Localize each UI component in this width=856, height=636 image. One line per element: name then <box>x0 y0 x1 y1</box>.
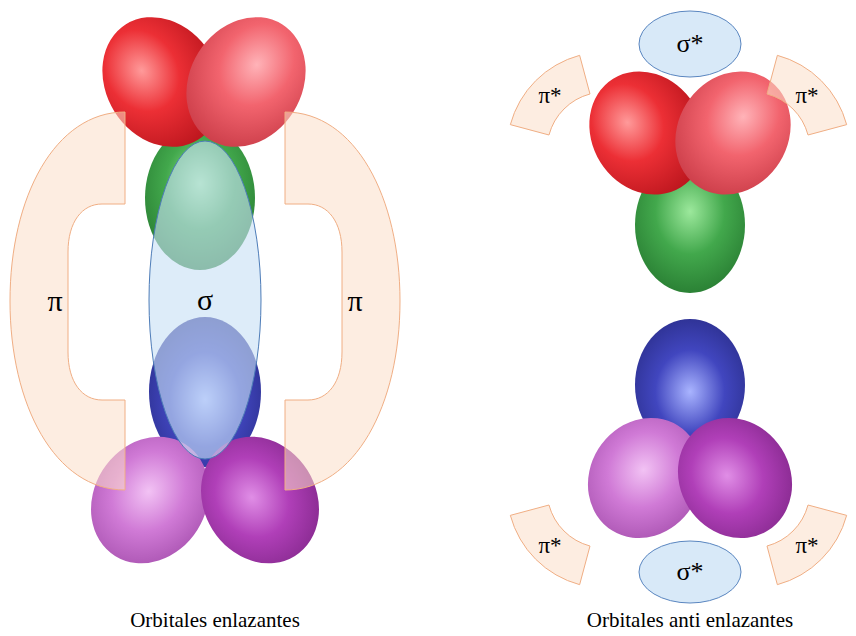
orbital-label: π* <box>795 84 818 107</box>
antibonding-orbitals <box>566 50 815 560</box>
orbital-label: π* <box>538 84 561 107</box>
orbital-label: π <box>347 286 362 316</box>
sigma-antibonding-region-shape <box>639 11 741 77</box>
pi-antibonding-arc-shape <box>767 55 847 135</box>
pi-bonding-band: π <box>285 112 400 490</box>
orbital-label: π <box>47 286 62 316</box>
caption-label: Orbitales anti enlazantes <box>587 608 793 633</box>
sigma-antibonding-region: σ* <box>638 10 742 78</box>
sigma-bonding-region: σ <box>148 140 262 460</box>
bonding-orbitals <box>68 0 343 586</box>
pi-antibonding-arc: π* <box>752 50 852 150</box>
orbital-label: π* <box>538 534 561 557</box>
pi-antibonding-arc-shape <box>767 505 847 585</box>
sigma-bonding-region-shape <box>149 141 261 459</box>
pi-antibonding-arc: π* <box>505 50 605 150</box>
pi-bonding-band-outline <box>10 112 125 490</box>
sigma-antibonding-region: σ* <box>638 540 742 604</box>
pi-bonding-band-outline <box>285 112 400 490</box>
sigma-antibonding-region-shape <box>639 541 741 603</box>
pi-bonding-band-shape <box>285 112 400 490</box>
orbital-label: σ* <box>676 31 703 57</box>
pi-antibonding-arc-shape <box>510 505 590 585</box>
pi-bonding-band-shape <box>10 112 125 490</box>
orbital-label: σ* <box>676 559 703 585</box>
pi-antibonding-arc: π* <box>752 490 852 590</box>
orbital-label: σ <box>197 285 213 315</box>
pi-antibonding-arc: π* <box>505 490 605 590</box>
orbital-label: π* <box>795 534 818 557</box>
pi-antibonding-arc-shape <box>510 55 590 135</box>
caption-label: Orbitales enlazantes <box>130 608 300 633</box>
pi-bonding-band: π <box>10 112 125 490</box>
